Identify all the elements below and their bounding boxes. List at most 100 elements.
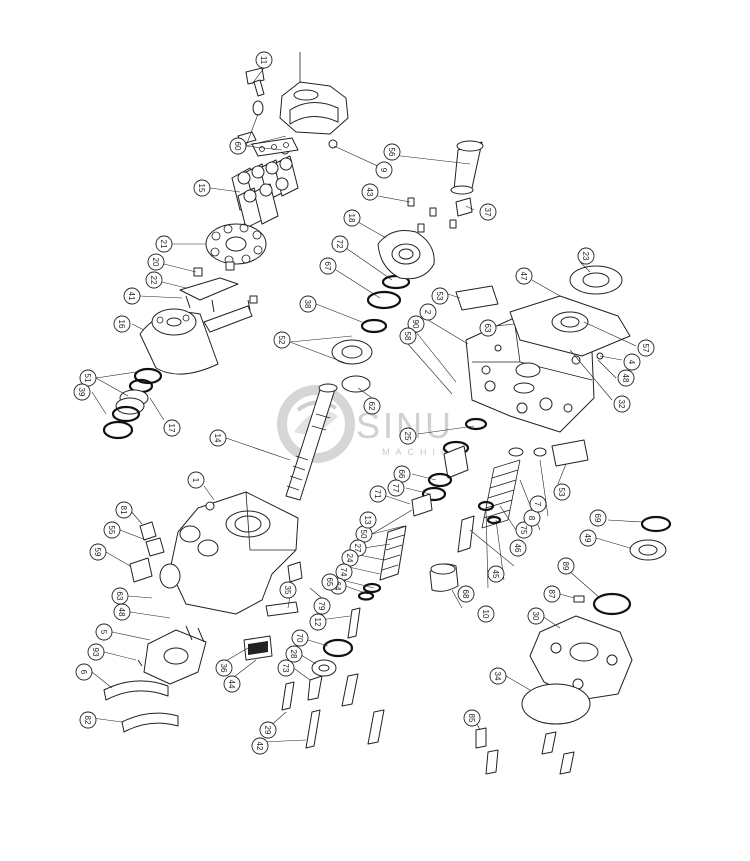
part-spring <box>477 439 589 529</box>
callout-35: 35 <box>279 581 297 599</box>
svg-text:52: 52 <box>277 336 286 345</box>
callout-70: 70 <box>291 629 309 647</box>
svg-text:7: 7 <box>533 502 542 507</box>
callout-30: 30 <box>527 607 545 625</box>
callout-48-top: 48 <box>617 369 635 387</box>
part-spring-set <box>102 367 163 440</box>
part-retainer-plate <box>251 137 299 157</box>
callout-12: 12 <box>309 613 327 631</box>
svg-text:9: 9 <box>379 168 388 173</box>
callout-20: 20 <box>147 253 165 271</box>
svg-text:48: 48 <box>117 608 126 617</box>
part-bearing-shells <box>103 680 179 733</box>
svg-text:10: 10 <box>481 610 490 619</box>
svg-text:65: 65 <box>325 578 334 587</box>
svg-text:22: 22 <box>149 276 158 285</box>
callout-13: 13 <box>359 511 377 529</box>
svg-text:72: 72 <box>335 240 344 249</box>
callout-52: 52 <box>273 331 291 349</box>
callout-29: 29 <box>259 721 277 739</box>
part-pin <box>407 140 484 233</box>
callout-44: 44 <box>223 675 241 693</box>
callout-71: 71 <box>369 485 387 503</box>
callout-21: 21 <box>155 235 173 253</box>
callout-62: 62 <box>363 397 381 415</box>
callout-8: 8 <box>523 509 541 527</box>
svg-text:41: 41 <box>127 292 136 301</box>
svg-text:58: 58 <box>403 332 412 341</box>
callout-15: 15 <box>193 179 211 197</box>
svg-text:38: 38 <box>303 300 312 309</box>
callout-42: 42 <box>251 737 269 755</box>
callout-24: 24 <box>341 549 359 567</box>
svg-text:93: 93 <box>91 648 100 657</box>
svg-text:87: 87 <box>547 590 556 599</box>
svg-text:46: 46 <box>513 544 522 553</box>
svg-text:11: 11 <box>259 56 268 65</box>
callout-1: 1 <box>187 471 205 489</box>
callout-53-right: 53 <box>553 483 571 501</box>
svg-text:17: 17 <box>167 424 176 433</box>
svg-text:71: 71 <box>373 490 382 499</box>
svg-text:6: 6 <box>79 670 88 675</box>
svg-text:53: 53 <box>435 292 444 301</box>
svg-text:63: 63 <box>483 324 492 333</box>
part-pistons <box>231 155 299 229</box>
part-cover-flange <box>377 230 435 280</box>
part-valve-stack <box>347 417 488 639</box>
callout-93: 93 <box>87 643 105 661</box>
callout-66: 66 <box>393 465 411 483</box>
svg-text:89: 89 <box>561 562 570 571</box>
svg-text:67: 67 <box>323 262 332 271</box>
svg-text:15: 15 <box>197 184 206 193</box>
callout-45: 45 <box>487 565 505 583</box>
callout-51: 51 <box>79 369 97 387</box>
svg-text:18: 18 <box>347 214 356 223</box>
svg-text:53: 53 <box>557 488 566 497</box>
callout-bubbles: 11 60 9 56 15 43 37 21 18 72 67 20 22 41… <box>73 51 655 755</box>
callout-59: 59 <box>89 543 107 561</box>
svg-text:16: 16 <box>117 320 126 329</box>
callout-5: 5 <box>95 623 113 641</box>
callout-48-left: 48 <box>113 603 131 621</box>
svg-text:23: 23 <box>581 252 590 261</box>
svg-text:48: 48 <box>621 374 630 383</box>
callout-50: 50 <box>355 525 373 543</box>
part-piston-retainer <box>205 223 267 265</box>
callout-72: 72 <box>331 235 349 253</box>
svg-text:85: 85 <box>467 714 476 723</box>
svg-text:5: 5 <box>99 630 108 635</box>
callout-73: 73 <box>277 659 295 677</box>
callout-77: 77 <box>387 479 405 497</box>
svg-text:49: 49 <box>583 534 592 543</box>
svg-text:47: 47 <box>519 272 528 281</box>
svg-text:14: 14 <box>213 434 222 443</box>
part-label-plate <box>455 285 499 311</box>
callout-47: 47 <box>515 267 533 285</box>
callout-22: 22 <box>145 271 163 289</box>
callout-43: 43 <box>361 183 379 201</box>
svg-text:77: 77 <box>391 484 400 493</box>
svg-text:4: 4 <box>627 360 636 365</box>
callout-11: 11 <box>255 51 273 69</box>
callout-28: 28 <box>285 645 303 663</box>
svg-text:28: 28 <box>289 650 298 659</box>
callout-4: 4 <box>623 353 641 371</box>
callout-2: 2 <box>419 303 437 321</box>
part-guide-plates <box>179 261 258 333</box>
part-bolts-left <box>281 673 385 749</box>
callout-36: 36 <box>215 659 233 677</box>
part-pump-housing <box>159 491 299 615</box>
callout-58: 58 <box>399 327 417 345</box>
svg-text:44: 44 <box>227 680 236 689</box>
callout-85: 85 <box>463 709 481 727</box>
svg-text:79: 79 <box>317 602 326 611</box>
svg-text:34: 34 <box>493 672 502 681</box>
svg-text:20: 20 <box>151 258 160 267</box>
part-gland <box>307 638 354 701</box>
part-bolts-right <box>475 727 575 775</box>
svg-text:29: 29 <box>263 726 272 735</box>
svg-text:74: 74 <box>339 568 348 577</box>
svg-text:35: 35 <box>283 586 292 595</box>
callout-79: 79 <box>313 597 331 615</box>
